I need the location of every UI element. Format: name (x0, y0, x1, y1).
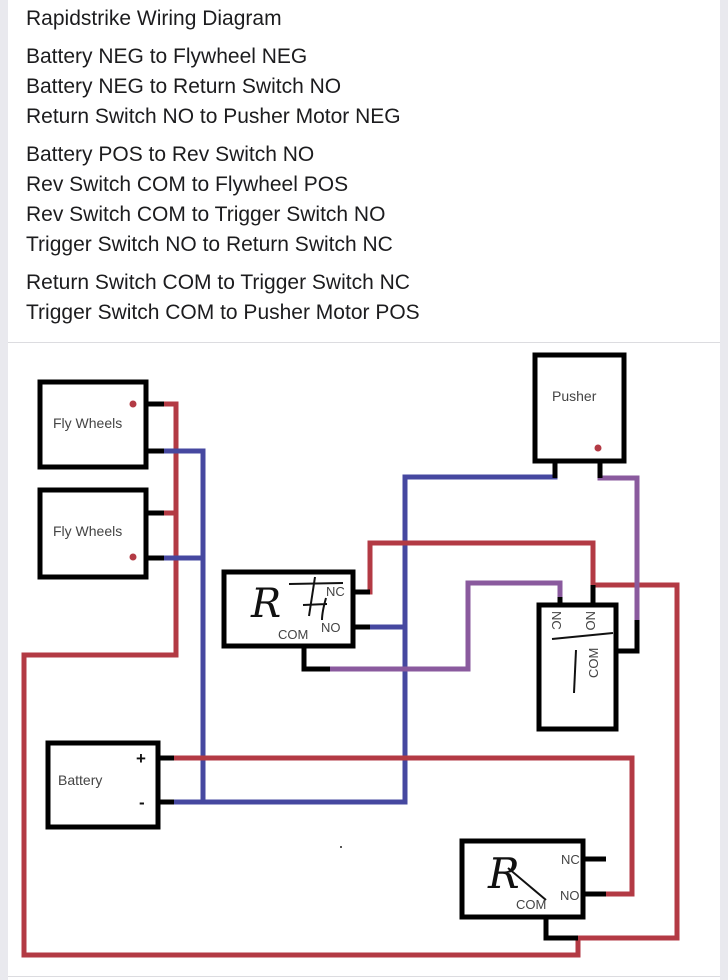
wire-flywheel-neg (162, 448, 206, 805)
wire-flywheel-pos (21, 401, 581, 958)
post-text: Rapidstrike Wiring Diagram Battery NEG t… (26, 4, 716, 328)
rev-switch-handwritten: R (250, 581, 281, 627)
pusher-box (532, 352, 627, 464)
wiring-instruction: Trigger Switch COM to Pusher Motor POS (26, 301, 420, 324)
return-switch-no-label: NO (560, 888, 580, 903)
rev-switch-lever (302, 597, 328, 621)
rev-switch-nc-label: NC (326, 584, 345, 599)
battery-minus-label: - (139, 793, 145, 812)
battery-box (45, 740, 161, 830)
return-switch-com-label: COM (516, 897, 546, 912)
wiring-instruction: Return Switch NO to Pusher Motor NEG (26, 105, 401, 128)
flywheel-bottom-box (37, 487, 149, 580)
pos-terminal-dot (129, 400, 137, 408)
pos-terminal-dot (594, 444, 602, 452)
return-switch-nc-label: NC (561, 852, 580, 867)
trigger-switch-com-label: COM (586, 648, 601, 678)
wiring-instruction: Battery POS to Rev Switch NO (26, 143, 315, 166)
flywheel-top-box (37, 379, 149, 470)
wire-battery-pos (172, 755, 635, 897)
wire-rev-nc-trigger-no (367, 540, 596, 595)
wiring-instruction: Rev Switch COM to Flywheel POS (26, 173, 349, 196)
rev-switch-com-label: COM (278, 627, 308, 642)
trigger-switch-box (536, 602, 619, 732)
return-switch-lever (507, 867, 547, 901)
wiring-instruction: Return Switch COM to Trigger Switch NC (26, 271, 410, 294)
section-divider (8, 342, 720, 343)
wiring-instruction: Rev Switch COM to Trigger Switch NO (26, 203, 386, 226)
rev-switch-box (221, 569, 356, 649)
trigger-switch-no-label: NO (583, 611, 598, 631)
rev-switch-lever-post (308, 576, 316, 617)
trigger-switch-nc-label: NC (549, 611, 564, 630)
trigger-switch-lever (551, 632, 614, 640)
battery-label: Battery (58, 772, 102, 788)
pos-terminal-dot (129, 553, 137, 561)
pusher-label: Pusher (552, 388, 597, 404)
trigger-switch-contact (573, 649, 577, 694)
rev-switch-lever-arm (288, 582, 344, 585)
flywheel-bottom-label: Fly Wheels (53, 523, 122, 539)
wire-rev-com-trigger-nc (327, 580, 563, 672)
flywheel-top-label: Fly Wheels (53, 415, 122, 431)
wire-pusher-pos-trigger-com (597, 475, 640, 623)
stray-dot (340, 846, 342, 848)
wiring-instruction: Battery NEG to Return Switch NO (26, 75, 342, 98)
battery-plus-label: + (136, 749, 146, 768)
wiring-instruction: Battery NEG to Flywheel NEG (26, 45, 308, 68)
section-divider (8, 976, 720, 977)
terminal-stubs (148, 401, 640, 941)
rev-switch-no-label: NO (321, 620, 341, 635)
post-title: Rapidstrike Wiring Diagram (26, 7, 282, 30)
wiring-instruction: Trigger Switch NO to Return Switch NC (26, 233, 393, 256)
